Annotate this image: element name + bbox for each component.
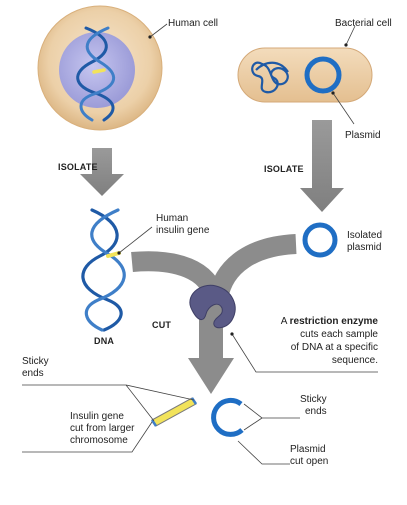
plasmid-callout: Plasmid — [331, 91, 381, 141]
ends-label-right: ends — [305, 406, 327, 417]
insulin-gene-label: insulin gene — [156, 225, 210, 236]
plasmid-ring — [304, 56, 342, 94]
insulin-gene-cut-callout: Insulin gene cut from larger chromosome — [22, 411, 153, 453]
cut-insulin-gene — [150, 397, 198, 427]
plasmid-cut-open-callout: Plasmid cut open — [237, 440, 328, 467]
isolate-left-label: ISOLATE — [58, 162, 98, 172]
isolated-label: Isolated — [347, 230, 382, 241]
cell-dna-helix — [76, 26, 115, 122]
isolated-plasmid — [302, 222, 338, 258]
restriction-enzyme-callout: A restriction enzyme cuts each sample of… — [230, 316, 379, 373]
plasmid-cut-label-2: cut open — [290, 456, 328, 467]
bacterial-cell — [237, 47, 373, 103]
plasmid-label-2: plasmid — [347, 242, 381, 253]
ends-label-left: ends — [22, 368, 44, 379]
restriction-enzyme — [189, 284, 236, 329]
insulin-gene-cut-line-1: Insulin gene — [70, 411, 124, 422]
converging-arrows — [131, 234, 297, 394]
isolate-right-label: ISOLATE — [264, 164, 304, 174]
sticky-label-right: Sticky — [300, 394, 327, 405]
insulin-gene-cut-line-3: chromosome — [70, 435, 128, 446]
human-label: Human — [156, 213, 188, 224]
bacterial-cell-label: Bacterial cell — [335, 18, 392, 29]
restriction-note-line-4: sequence. — [332, 355, 378, 366]
sticky-ends-right-callout: Sticky ends — [243, 394, 327, 431]
plasmid-cut-open — [211, 397, 244, 437]
insulin-gene-cut-line-2: cut from larger — [70, 423, 135, 434]
isolate-arrow-right — [300, 120, 344, 212]
human-cell-callout: Human cell — [148, 18, 218, 39]
restriction-note-line-3: of DNA at a specific — [291, 342, 378, 353]
restriction-note-line-1: A restriction enzyme — [281, 316, 379, 327]
insulin-gene-callout: Human insulin gene — [117, 213, 210, 255]
bacterial-chromosome — [251, 61, 289, 94]
bacterial-cell-callout: Bacterial cell — [335, 18, 392, 47]
human-cell — [37, 5, 163, 131]
plasmid-cut-label-1: Plasmid — [290, 444, 326, 455]
plasmid-label: Plasmid — [345, 130, 381, 141]
restriction-note-line-2: cuts each sample — [300, 329, 378, 340]
isolated-dna-helix — [81, 208, 126, 332]
isolate-arrow-left — [80, 148, 124, 196]
sticky-ends-left-callout: Sticky ends — [22, 356, 195, 422]
human-cell-label: Human cell — [168, 18, 218, 29]
cut-label: CUT — [152, 320, 171, 330]
dna-label: DNA — [94, 336, 114, 346]
sticky-label-left: Sticky — [22, 356, 49, 367]
